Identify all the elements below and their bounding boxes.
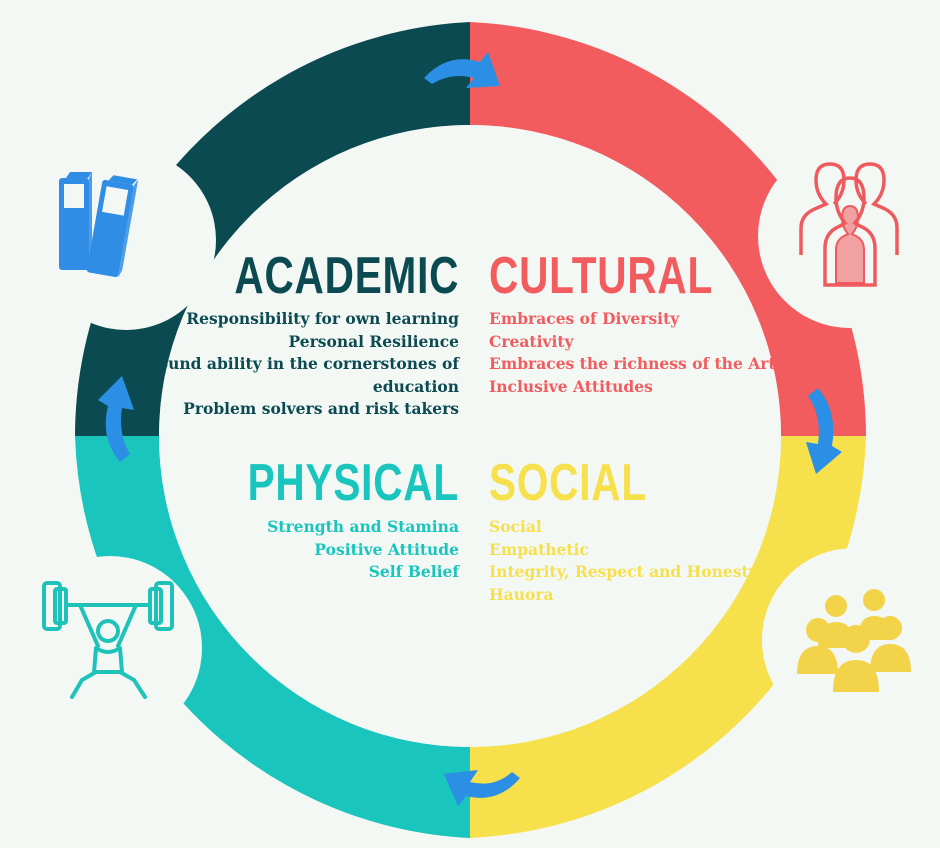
cultural-title: CULTURAL [489,247,714,305]
list-item: Positive Attitude [314,539,459,559]
academic-title: ACADEMIC [234,247,459,305]
social-list: Social Empathetic Integrity, Respect and… [489,516,758,606]
curved-arrow-bottom [444,770,520,806]
list-item: Creativity [489,331,574,351]
academic-ring-segment [75,22,470,436]
list-item: Empathetic [489,539,589,559]
list-item: Social [489,517,542,536]
cultural-list: Embraces of Diversity Creativity Embrace… [489,308,784,398]
list-item: Integrity, Respect and Honesty [489,562,758,581]
list-item: Hauora [489,584,554,604]
list-item: Embraces of Diversity [489,309,680,328]
weightlifter-icon [42,581,174,699]
cultural-ring-segment [470,22,866,436]
physical-title: PHYSICAL [247,454,459,512]
list-item: Responsibility for own learning [186,309,459,328]
academic-list: Responsibility for own learning Personal… [147,308,459,421]
crowd-icon [797,589,911,692]
physical-list: Strength and Stamina Positive Attitude S… [267,516,459,584]
list-item: Inclusive Attitudes [489,376,653,396]
curved-arrow-left [98,376,134,462]
people-group-icon [799,162,899,287]
social-ring-segment [470,436,866,838]
list-item: Embraces the richness of the Arts [489,354,785,373]
list-item: Personal Resilience [288,331,460,351]
curved-arrow-right [806,388,842,474]
books-icon [59,172,139,278]
list-item: education [372,376,459,396]
list-item: Problem solvers and risk takers [183,399,459,418]
list-item: Sound ability in the cornerstones of [146,354,459,373]
physical-ring-segment [75,436,470,838]
center-circle [159,125,781,747]
curved-arrow-top [424,52,500,88]
social-title: SOCIAL [489,454,647,512]
list-item: Strength and Stamina [267,517,459,536]
list-item: Self Belief [368,562,459,581]
